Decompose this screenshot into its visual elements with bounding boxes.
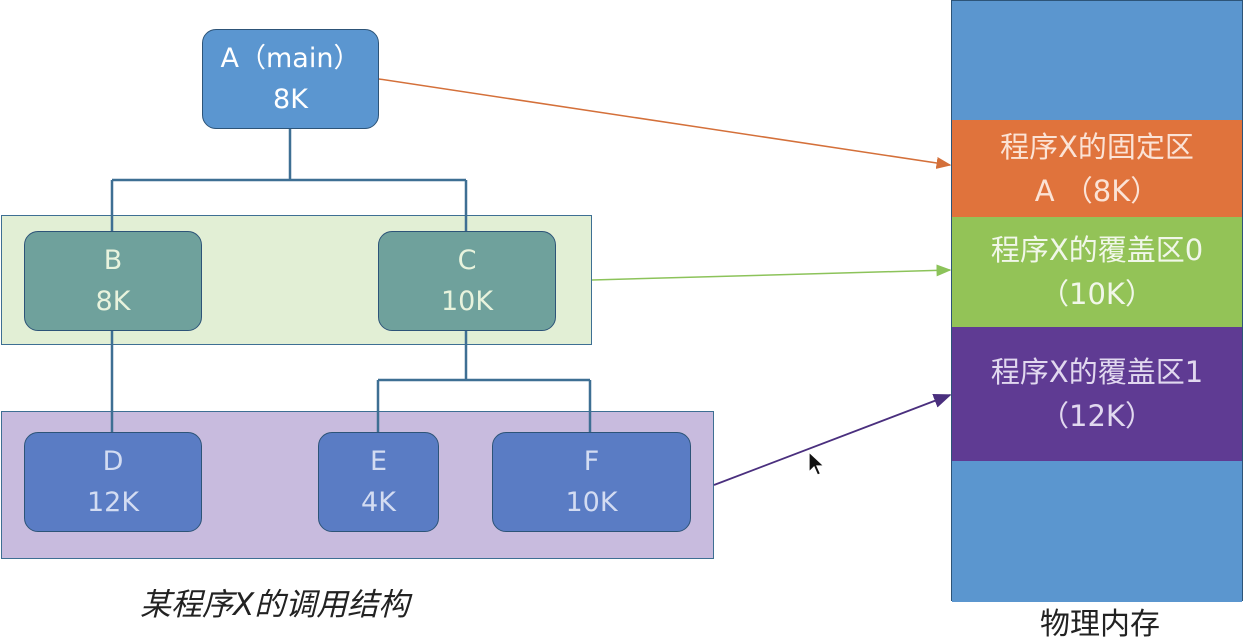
node-d-size: 12K: [86, 487, 140, 518]
memory-free-bottom: [952, 461, 1242, 602]
physical-memory-column: 程序X的固定区 A （8K） 程序X的覆盖区0 （10K） 程序X的覆盖区1 （…: [951, 0, 1243, 602]
mouse-cursor-icon: [808, 451, 826, 476]
node-a-name: A（main）: [220, 43, 361, 74]
node-c-size: 10K: [440, 286, 494, 317]
arrow-to-fixed-area: [378, 78, 952, 169]
call-structure-caption: 某程序X的调用结构: [140, 586, 410, 623]
overlay-0-title: 程序X的覆盖区0: [990, 233, 1204, 267]
node-f-name: F: [583, 446, 600, 477]
node-c: C 10K: [378, 231, 556, 331]
edge-a-b-c: [110, 129, 468, 231]
overlay-0-detail: （10K）: [1040, 277, 1154, 311]
arrow-to-overlay-0: [591, 264, 952, 281]
node-f: F 10K: [492, 432, 691, 532]
arrow-to-overlay-1: [713, 394, 952, 486]
node-f-size: 10K: [565, 487, 618, 518]
node-b-name: B: [103, 245, 123, 276]
node-e: E 4K: [318, 432, 439, 532]
memory-overlay-1: 程序X的覆盖区1 （12K）: [952, 327, 1242, 461]
overlay-1-detail: （12K）: [1040, 399, 1154, 433]
node-a-main: A（main） 8K: [202, 29, 379, 129]
node-b: B 8K: [24, 231, 202, 331]
memory-free-top: [952, 1, 1242, 120]
memory-overlay-0: 程序X的覆盖区0 （10K）: [952, 217, 1242, 327]
fixed-area-detail: A （8K）: [1034, 173, 1160, 208]
memory-fixed-area: 程序X的固定区 A （8K）: [952, 120, 1242, 217]
node-d: D 12K: [24, 432, 202, 532]
node-e-name: E: [369, 446, 388, 477]
node-c-name: C: [457, 245, 477, 276]
physical-memory-label: 物理内存: [1040, 606, 1160, 642]
node-b-size: 8K: [95, 286, 131, 317]
node-d-name: D: [102, 446, 124, 477]
node-e-size: 4K: [361, 487, 396, 518]
edge-c-e-f: [376, 331, 592, 432]
overlay-1-title: 程序X的覆盖区1: [990, 355, 1204, 389]
fixed-area-title: 程序X的固定区: [1000, 129, 1194, 164]
node-a-size: 8K: [273, 84, 308, 115]
